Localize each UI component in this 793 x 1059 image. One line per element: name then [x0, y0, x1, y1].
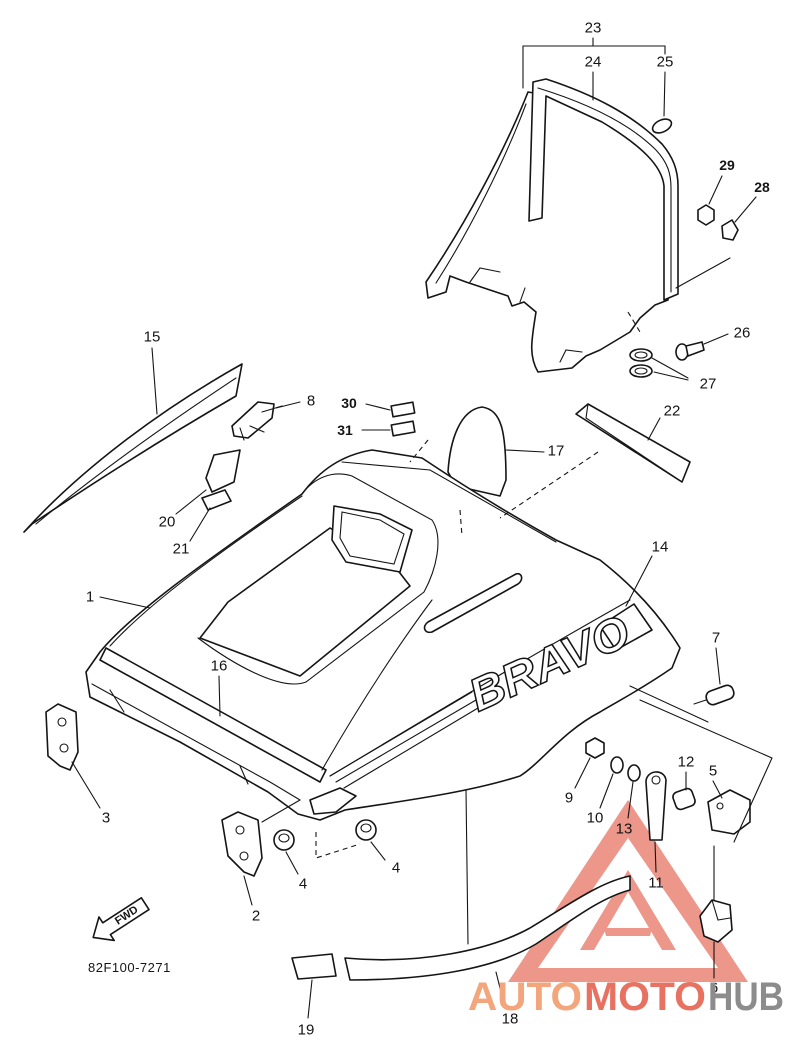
pad-20	[205, 449, 241, 493]
watermark-inner-a-icon	[580, 870, 676, 950]
bolt-26	[675, 341, 705, 361]
washer-10	[610, 756, 624, 774]
trim-strip-16	[99, 647, 327, 783]
washer-27b	[629, 364, 653, 378]
pad-21	[201, 489, 232, 511]
strip-22	[575, 403, 691, 483]
diagram-code: 82F100-7271	[88, 960, 171, 975]
fwd-arrow: FWD	[92, 896, 150, 942]
callout-3: 3	[102, 810, 110, 827]
callout-15: 15	[144, 329, 161, 346]
bracket-5	[707, 789, 751, 835]
callout-28: 28	[754, 179, 770, 195]
nut-29	[697, 204, 715, 226]
bracket-2	[221, 811, 263, 877]
callout-6: 6	[710, 980, 718, 997]
link-11	[645, 771, 667, 841]
pad-19	[291, 953, 337, 980]
callout-20: 20	[159, 514, 176, 531]
hood-rear-edge	[341, 461, 557, 543]
hood-air-vent-inner	[339, 511, 405, 565]
washer-27b-hole	[634, 367, 648, 375]
callout-8: 8	[307, 393, 315, 410]
callout-27: 27	[700, 376, 717, 393]
hood-nose-tip	[309, 787, 357, 815]
callout-11: 11	[648, 875, 664, 892]
callout-26: 26	[734, 325, 751, 342]
callout-18: 18	[502, 1011, 519, 1028]
windshield-seal-inner	[537, 87, 672, 293]
callout-14: 14	[652, 539, 669, 556]
callout-22: 22	[664, 403, 681, 420]
washer-13	[627, 764, 641, 782]
hood-scoop-outer	[197, 473, 439, 685]
callout-4a: 4	[299, 876, 307, 893]
latch-6	[699, 899, 733, 943]
hood-side-skirt	[91, 683, 301, 801]
hood-side-slot	[423, 572, 523, 634]
bushing-4b	[355, 819, 377, 841]
callout-9: 9	[565, 790, 573, 807]
callout-16: 16	[211, 658, 228, 675]
hood-nose-stripes	[329, 691, 479, 789]
callout-17: 17	[548, 443, 565, 460]
callout-labels: 23 24 25 29 28 26 27 15 8 30 31 22 17 20…	[86, 20, 770, 1039]
collar-12	[672, 787, 696, 811]
callout-31: 31	[337, 422, 353, 438]
callout-10: 10	[587, 810, 604, 827]
pad-17	[447, 406, 507, 497]
grommet-25	[651, 118, 673, 134]
windshield-bottom-notches	[469, 267, 583, 363]
callout-4b: 4	[392, 860, 400, 877]
hood-1: BRAVO	[85, 449, 681, 821]
hood-left-crease	[109, 495, 303, 647]
bracket-3	[45, 703, 79, 771]
hood-air-vent	[331, 505, 413, 573]
callout-13: 13	[616, 821, 633, 838]
watermark-part2: MOTO	[584, 975, 706, 1019]
watermark-part1: AUTO	[468, 975, 582, 1019]
washer-27a	[629, 348, 653, 362]
leader-lines	[71, 37, 773, 1019]
callout-2: 2	[252, 908, 260, 925]
callout-5: 5	[709, 763, 717, 780]
screw-7	[693, 684, 735, 706]
windshield-seal-24	[528, 78, 679, 301]
callout-25: 25	[657, 54, 674, 71]
callout-23: 23	[585, 20, 602, 37]
decal-14	[599, 603, 653, 651]
stripe-15-inner	[35, 377, 237, 525]
bracket-8	[231, 401, 283, 441]
washer-28	[721, 219, 739, 241]
label-30	[390, 401, 416, 418]
watermark-text: AUTO MOTO HUB	[468, 975, 784, 1019]
callout-19: 19	[298, 1022, 315, 1039]
nut-9	[585, 737, 605, 759]
watermark-logo	[508, 800, 748, 982]
windshield-inner-edge	[435, 103, 527, 284]
watermark-triangle-icon	[508, 800, 748, 982]
bushing-4a	[273, 829, 295, 851]
hood-center-crease	[321, 599, 433, 771]
callout-29: 29	[719, 157, 735, 173]
windshield-assembly	[425, 78, 739, 378]
watermark-part3: HUB	[708, 975, 784, 1019]
rail-18	[344, 875, 631, 981]
washer-27a-hole	[634, 351, 648, 359]
label-31	[390, 420, 416, 437]
callout-24: 24	[585, 54, 602, 71]
callout-21: 21	[173, 541, 190, 558]
callout-30: 30	[341, 395, 357, 411]
callout-12: 12	[678, 754, 695, 771]
callout-1: 1	[86, 589, 94, 606]
fwd-arrow-icon	[92, 896, 150, 942]
callout-7: 7	[712, 630, 720, 647]
